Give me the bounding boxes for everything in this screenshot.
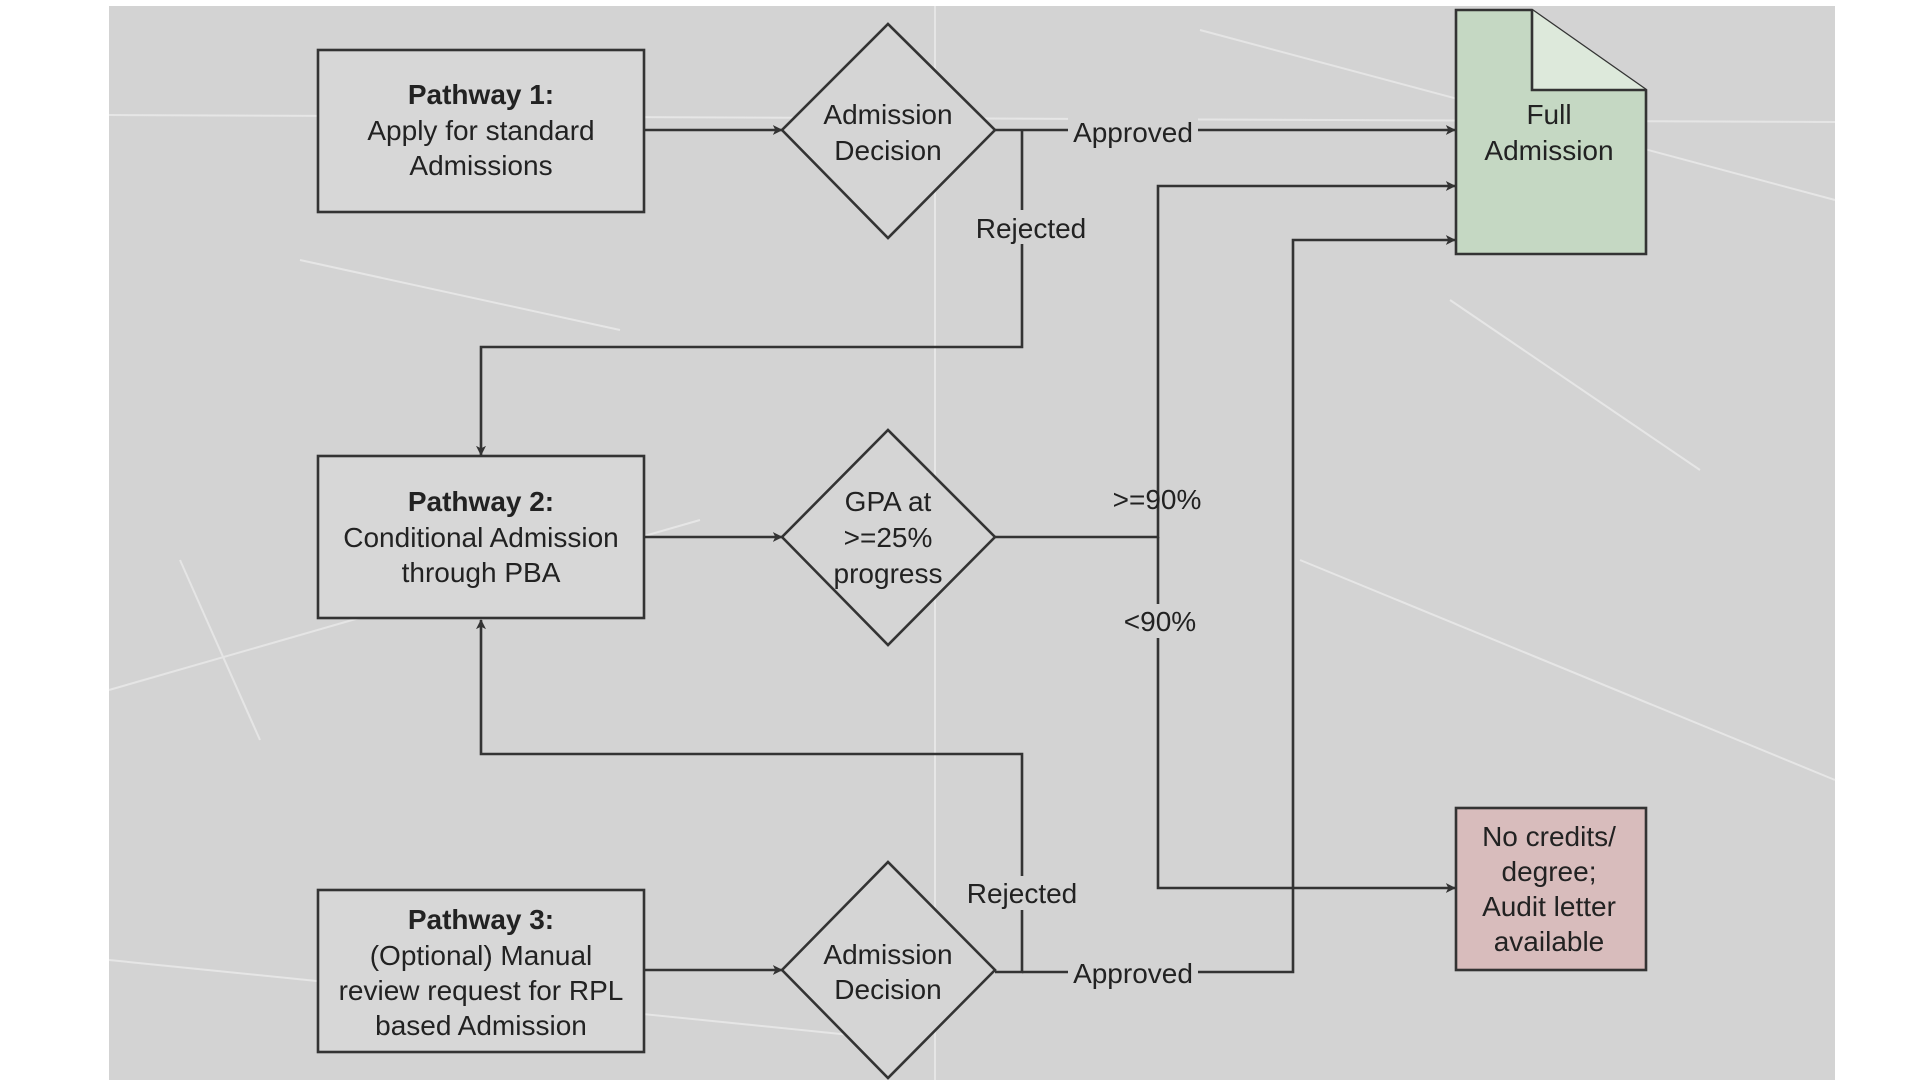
rejected-3-label-bg (960, 876, 1084, 910)
pathway-1-title: Pathway 1: (408, 79, 554, 110)
decision-2-line-2: >=25% (844, 522, 933, 553)
full-admission-fold (1530, 10, 1646, 92)
no-credits-line-1: No credits/ (1482, 821, 1616, 852)
pathway-1-box (316, 48, 646, 214)
full-admission-line-2: Admission (1484, 135, 1613, 166)
node-pathway-3: Pathway 3: (Optional) Manual review requ… (316, 888, 646, 1054)
decision-1-diamond (780, 22, 997, 240)
approved-label-bg (1068, 114, 1198, 148)
decision-2-line-3: progress (834, 558, 943, 589)
pathway-2-title: Pathway 2: (408, 486, 554, 517)
edge-label-rejected-1: Rejected (976, 213, 1087, 244)
edge-label-lt90: <90% (1124, 606, 1196, 637)
pathway-2-box (316, 454, 646, 620)
decision-1-line-2: Decision (834, 135, 941, 166)
edge-label-gte90: >=90% (1113, 484, 1202, 515)
pathway-3-line-1: (Optional) Manual (370, 940, 593, 971)
decision-3-line-2: Decision (834, 974, 941, 1005)
edge-labels: Approved Rejected >=90% <90% Rejected Ap… (960, 114, 1201, 990)
pathway-1-line-1: Apply for standard (367, 115, 594, 146)
decision-3-line-1: Admission (823, 939, 952, 970)
pathway-3-title: Pathway 3: (408, 904, 554, 935)
edge-d2-gte90 (995, 181, 1456, 539)
node-pathway-2: Pathway 2: Conditional Admission through… (316, 454, 646, 620)
node-decision-3: Admission Decision (780, 860, 997, 1080)
edge-d2-lt90 (1156, 537, 1456, 893)
decision-2-line-1: GPA at (845, 486, 932, 517)
pathway-3-line-2: review request for RPL (339, 975, 624, 1006)
rejected-label-bg (968, 210, 1088, 244)
decision-3-diamond (780, 860, 997, 1080)
decision-2-diamond (780, 428, 997, 647)
full-admission-line-1: Full (1526, 99, 1571, 130)
node-pathway-1: Pathway 1: Apply for standard Admissions (316, 48, 646, 214)
pathway-1-line-2: Admissions (409, 150, 552, 181)
edge-label-approved-3: Approved (1073, 958, 1193, 989)
no-credits-line-2: degree; (1502, 856, 1597, 887)
decision-1-line-1: Admission (823, 99, 952, 130)
no-credits-line-4: available (1494, 926, 1605, 957)
node-full-admission: Full Admission (1454, 8, 1648, 256)
pathway-2-line-2: through PBA (402, 557, 561, 588)
no-credits-line-3: Audit letter (1482, 891, 1616, 922)
edge-label-approved-1: Approved (1073, 117, 1193, 148)
approved-3-label-bg (1068, 956, 1198, 990)
no-credits-box (1454, 806, 1648, 972)
pathway-3-box (316, 888, 646, 1054)
pathway-3-line-3: based Admission (375, 1010, 587, 1041)
lt90-label-bg (1118, 604, 1198, 638)
edge-d3-rejected (476, 619, 1024, 974)
node-decision-1: Admission Decision (780, 22, 997, 240)
pathway-2-line-1: Conditional Admission (343, 522, 619, 553)
node-no-credits: No credits/ degree; Audit letter availab… (1454, 806, 1648, 972)
edge-label-rejected-3: Rejected (967, 878, 1078, 909)
node-decision-2: GPA at >=25% progress (780, 428, 997, 647)
